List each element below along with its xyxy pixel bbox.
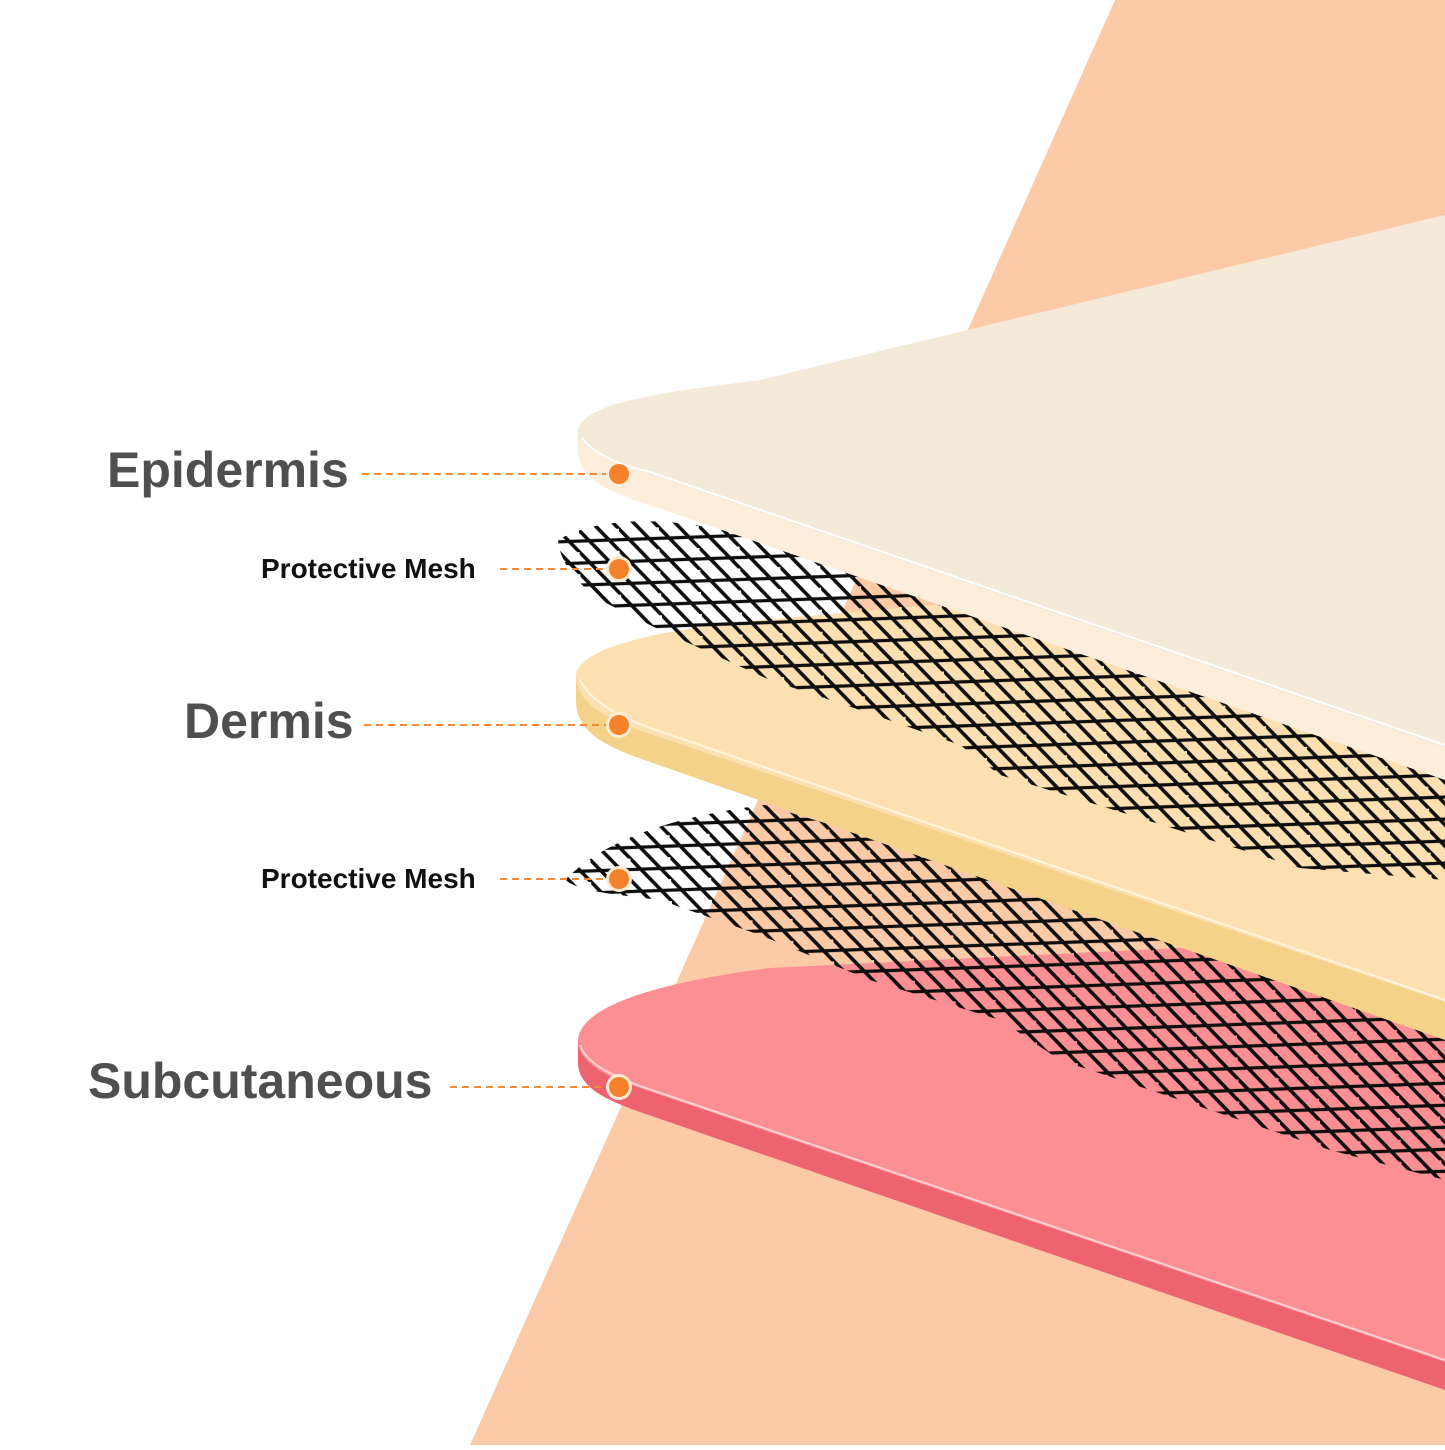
- marker-dot-subcutaneous: [609, 1077, 629, 1097]
- label-subcutaneous: Subcutaneous: [88, 1053, 433, 1109]
- marker-dot-mesh-1: [609, 559, 629, 579]
- marker-dot-mesh-2: [609, 869, 629, 889]
- callout-group: [362, 464, 632, 1100]
- label-protective-mesh-1: Protective Mesh: [261, 553, 476, 584]
- label-dermis: Dermis: [184, 693, 354, 749]
- marker-dot-epidermis: [609, 464, 629, 484]
- label-epidermis: Epidermis: [107, 442, 349, 498]
- marker-dot-dermis: [609, 715, 629, 735]
- layer-epidermis: [578, 215, 1445, 780]
- label-protective-mesh-2: Protective Mesh: [261, 863, 476, 894]
